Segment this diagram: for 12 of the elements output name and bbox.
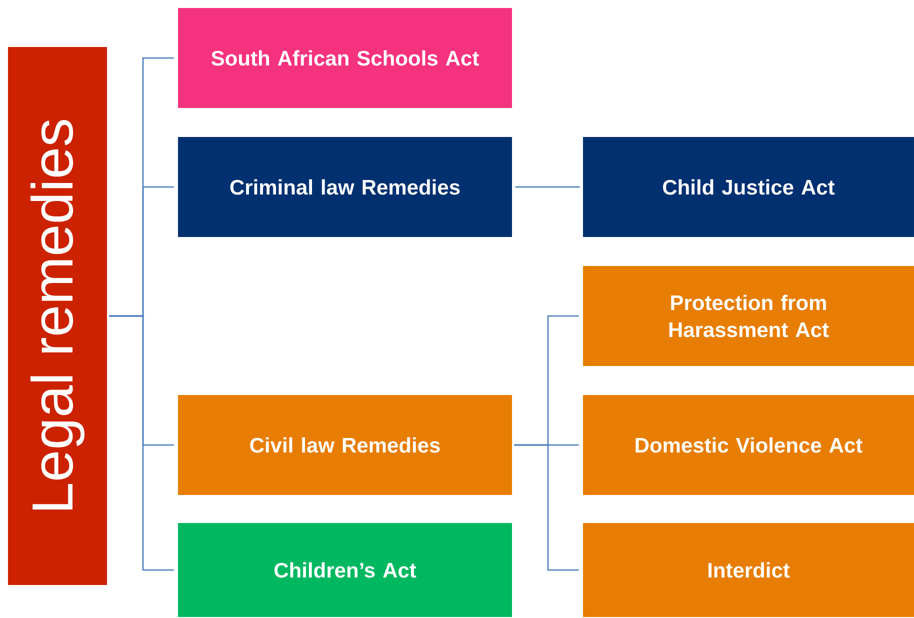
label-box: Protection from Harassment Act xyxy=(583,266,914,366)
label-box: Criminal law Remedies xyxy=(178,137,512,237)
label-box: Civil law Remedies xyxy=(178,395,512,495)
label-box: Interdict xyxy=(583,523,914,617)
label-box: Child Justice Act xyxy=(583,137,914,237)
label-box: South African Schools Act xyxy=(178,8,512,108)
label-box: Children’s Act xyxy=(178,523,512,617)
connector-line xyxy=(515,186,580,188)
label-box: Domestic Violence Act xyxy=(583,395,914,495)
connector-line xyxy=(514,444,579,571)
title-box: Legal remedies xyxy=(8,47,107,585)
connector-line xyxy=(109,315,174,571)
